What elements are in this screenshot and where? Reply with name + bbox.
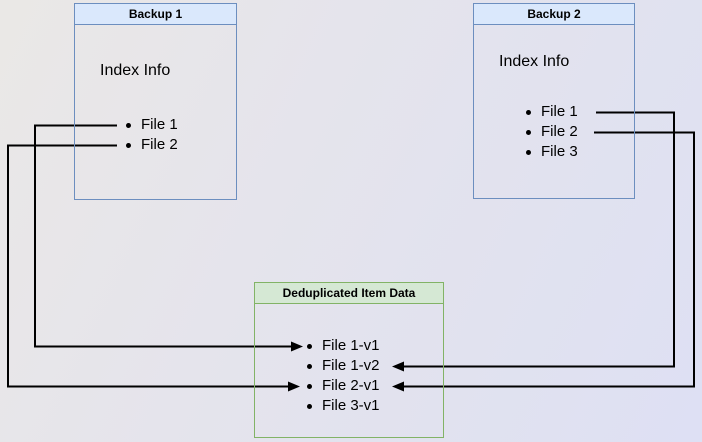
backup1-index-info-label: Index Info <box>100 62 171 79</box>
dedup-file-1-v2: File 1-v2 <box>305 356 380 376</box>
dedup-file-2-v1: File 2-v1 <box>305 376 380 396</box>
backup2-file-1: File 1 <box>524 102 578 122</box>
backup2-file-2: File 2 <box>524 122 578 142</box>
backup2-title: Backup 2 <box>474 4 634 25</box>
dedup-file-1-v1: File 1-v1 <box>305 336 380 356</box>
backup1-box: Backup 1 Index Info File 1 File 2 <box>74 3 237 200</box>
backup2-box: Backup 2 Index Info File 1 File 2 File 3 <box>473 3 635 199</box>
dedup-file-list: File 1-v1 File 1-v2 File 2-v1 File 3-v1 <box>305 336 380 416</box>
backup1-file-2: File 2 <box>124 135 178 155</box>
backup1-file-1: File 1 <box>124 115 178 135</box>
backup1-file-list: File 1 File 2 <box>124 115 178 155</box>
backup2-file-3: File 3 <box>524 142 578 162</box>
backup1-title: Backup 1 <box>75 4 236 25</box>
dedup-file-3-v1: File 3-v1 <box>305 396 380 416</box>
backup2-file-list: File 1 File 2 File 3 <box>524 102 578 162</box>
backup2-index-info-label: Index Info <box>499 53 570 70</box>
dedup-title: Deduplicated Item Data <box>255 283 443 304</box>
deduplicated-item-data-box: Deduplicated Item Data File 1-v1 File 1-… <box>254 282 444 438</box>
